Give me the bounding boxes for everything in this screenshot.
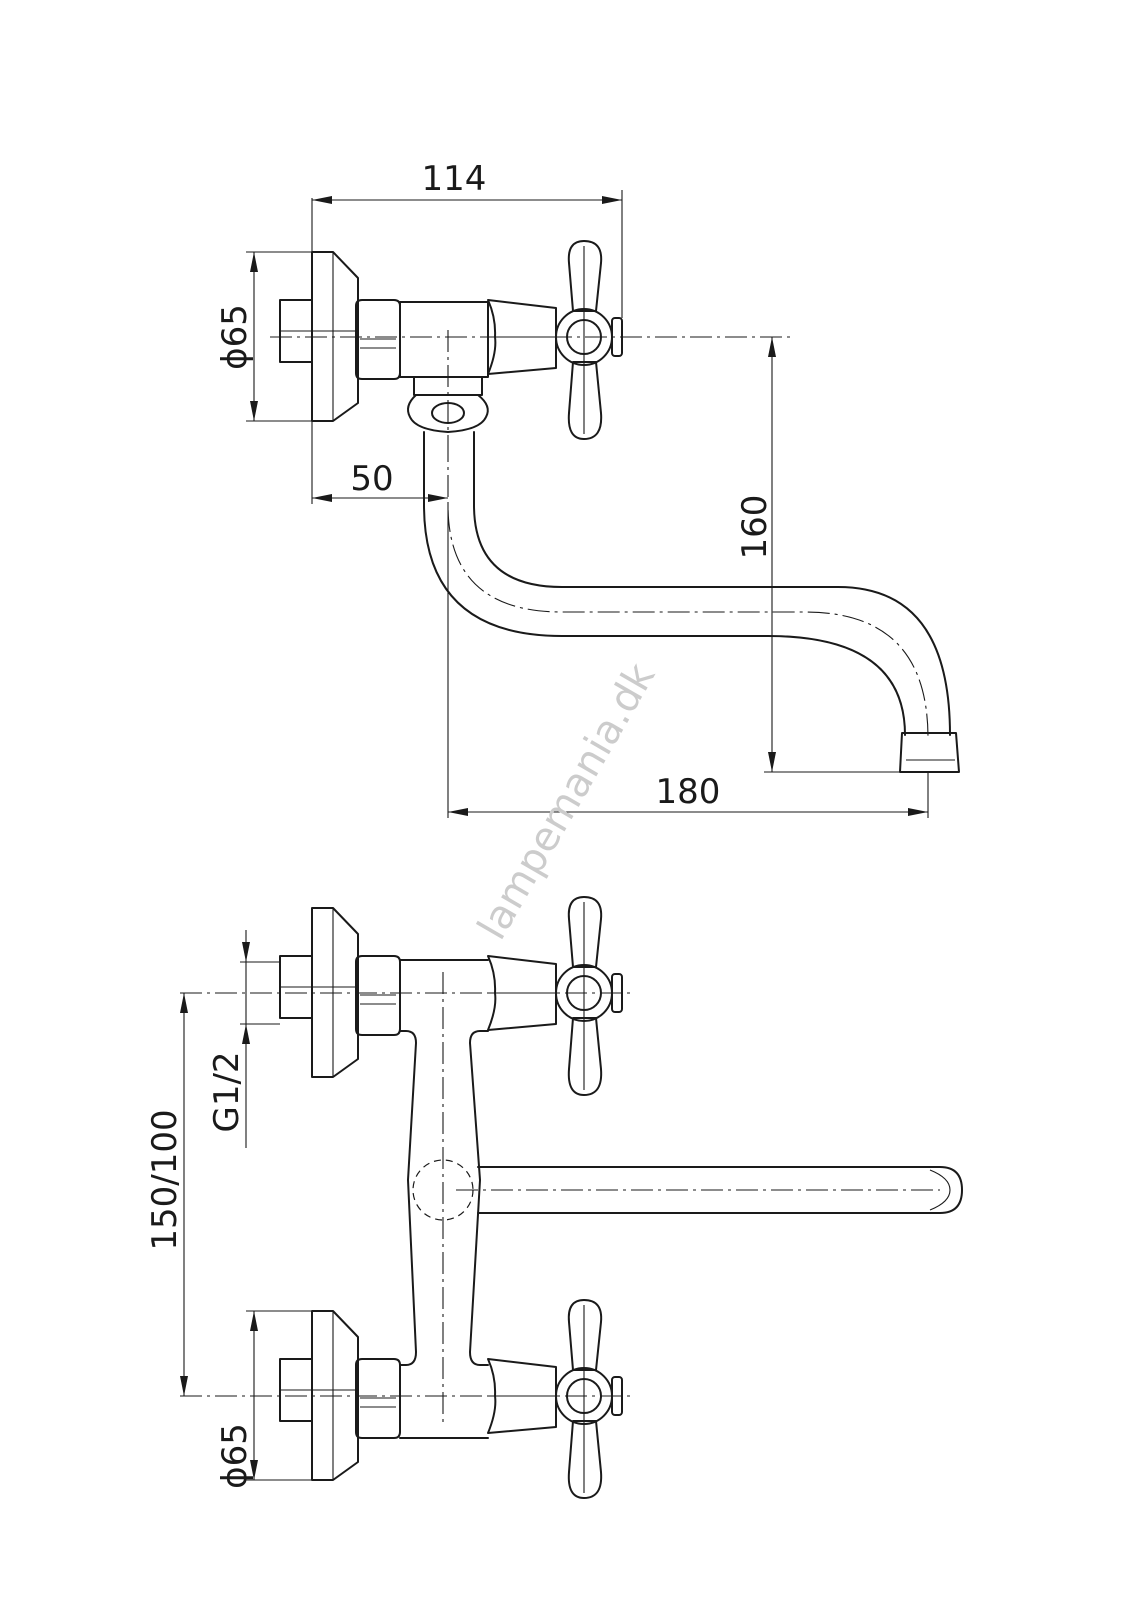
- top-cross-handle: [487, 240, 623, 440]
- dim-phi65-top: ϕ65: [215, 251, 312, 422]
- top-valve-body: [399, 301, 489, 378]
- bottom-lower-cross-handle: [487, 1299, 623, 1499]
- dim-160-label: 160: [735, 495, 775, 560]
- top-hex-nut: [355, 299, 401, 380]
- top-aerator: [899, 732, 960, 773]
- dim-114: 114: [311, 159, 623, 318]
- bottom-lower-hex-nut: [355, 1358, 401, 1439]
- dim-180: 180: [447, 505, 929, 818]
- dim-50: 50: [311, 421, 448, 504]
- dim-150-100: 150/100: [145, 993, 188, 1396]
- dim-phi65-top-label: ϕ65: [215, 304, 255, 370]
- bottom-mixer-body: [399, 959, 489, 1439]
- bottom-spout: [477, 1166, 963, 1214]
- top-spout: [423, 431, 951, 736]
- dim-50-label: 50: [350, 459, 393, 499]
- dim-g12: G1/2: [207, 930, 280, 1148]
- dim-114-label: 114: [422, 159, 487, 199]
- dim-150-100-label: 150/100: [145, 1109, 185, 1250]
- dim-phi65-bottom: ϕ65: [215, 1310, 312, 1489]
- watermark: lampemania.dk: [469, 655, 664, 947]
- bottom-view: G1/2 150/100 ϕ65: [145, 896, 963, 1499]
- dim-g12-label: G1/2: [207, 1051, 247, 1132]
- dim-phi65-bottom-label: ϕ65: [215, 1423, 255, 1489]
- dim-180-label: 180: [656, 772, 721, 812]
- dim-160: 160: [735, 337, 902, 773]
- top-view: 114 ϕ65 50 160: [215, 159, 960, 818]
- bottom-upper-hex-nut: [355, 955, 401, 1036]
